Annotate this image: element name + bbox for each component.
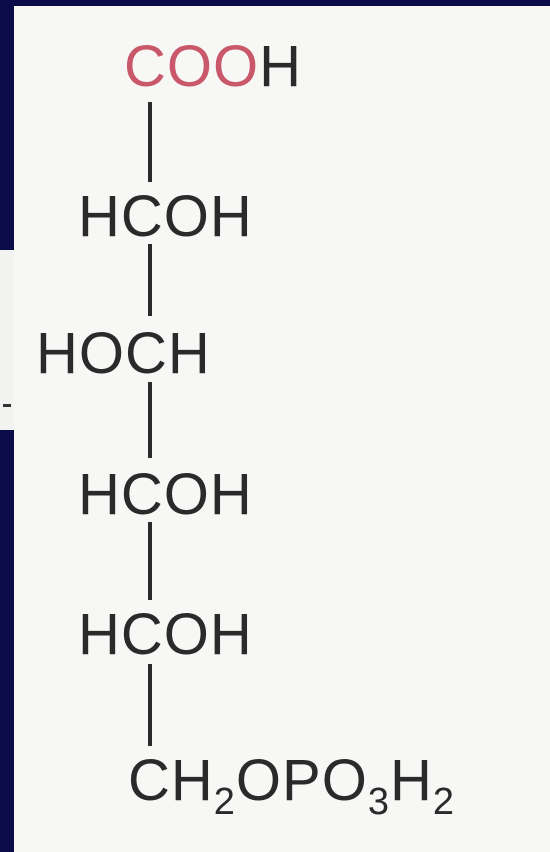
bond-5 <box>148 664 152 746</box>
bond-4 <box>148 522 152 600</box>
edge-mark <box>3 404 11 407</box>
structure-figure <box>14 6 550 852</box>
carboxyl-coo: COO <box>124 34 260 99</box>
left-edge-strip <box>0 250 14 430</box>
phosphate-sub-3: 3 <box>367 781 390 823</box>
carbon-row-5: HCOH <box>78 602 253 667</box>
carbon-row-3: HOCH <box>36 321 211 386</box>
phosphate-h: H <box>389 748 433 813</box>
carbon-row-4: HCOH <box>78 462 253 527</box>
bond-1 <box>148 102 152 182</box>
carboxyl-group: COOH <box>124 38 302 96</box>
bond-3 <box>148 382 152 458</box>
phosphate-opo: OPO <box>235 748 368 813</box>
carboxyl-h: H <box>259 34 303 99</box>
carbon-row-2: HCOH <box>78 184 253 249</box>
phosphate-ch: CH <box>128 748 214 813</box>
phosphate-sub-2b: 2 <box>432 781 456 823</box>
phosphate-sub-2a: 2 <box>213 781 236 823</box>
bond-2 <box>148 244 152 316</box>
phosphate-group: CH2OPO3H2 <box>128 752 455 822</box>
